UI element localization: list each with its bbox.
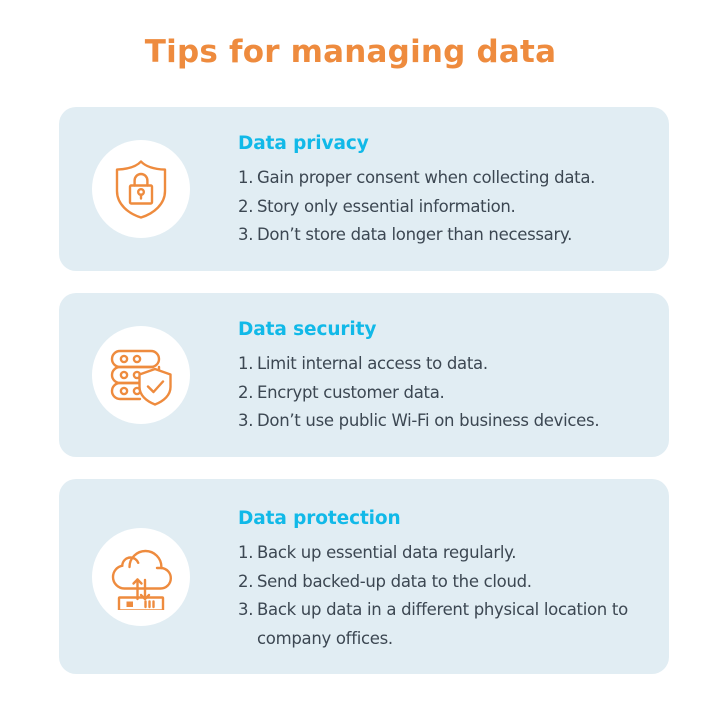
tip-text: Gain proper consent when collecting data… (257, 168, 596, 187)
tip-number: 3. (238, 411, 254, 430)
tip-text: Story only essential information. (257, 196, 516, 216)
card-icon-container (89, 107, 193, 271)
list-item: 3. Don’t store data longer than necessar… (238, 221, 649, 250)
list-item: 2. Story only essential information. (238, 193, 649, 222)
list-item: 1. Back up essential data regularly. (238, 539, 649, 568)
list-item: 1. Limit internal access to data. (238, 350, 649, 379)
tip-text: Send backed-up data to the cloud. (257, 571, 532, 591)
tip-number: 3. (238, 225, 254, 244)
list-item: 1. Gain proper consent when collecting d… (238, 164, 649, 193)
card-body: Data security 1. Limit internal access t… (193, 293, 669, 436)
tip-number: 1. (238, 354, 254, 373)
list-item: 2. Send backed-up data to the cloud. (238, 568, 649, 597)
server-shield-check-icon (107, 342, 175, 408)
list-item: 3. Don’t use public Wi-Fi on business de… (238, 407, 649, 436)
card-icon-container (89, 479, 193, 674)
tip-number: 2. (238, 571, 254, 591)
card-heading: Data security (238, 319, 377, 340)
tip-text: Don’t store data longer than necessary. (257, 225, 573, 244)
icon-circle (92, 140, 190, 238)
cloud-backup-icon (107, 544, 175, 610)
icon-circle (92, 527, 190, 626)
tip-number: 2. (238, 382, 254, 402)
icon-circle (92, 326, 190, 424)
card-heading: Data privacy (238, 133, 369, 154)
tips-card-data-privacy: Data privacy 1. Gain proper consent when… (59, 107, 669, 271)
tip-text: Limit internal access to data. (257, 354, 488, 373)
card-heading: Data protection (238, 508, 401, 529)
tip-list: 1. Limit internal access to data. 2. Enc… (238, 350, 649, 436)
tip-number: 3. (238, 600, 254, 619)
tip-number: 1. (238, 168, 254, 187)
tips-card-list: Data privacy 1. Gain proper consent when… (59, 107, 669, 674)
list-item: 3. Back up data in a different physical … (238, 596, 649, 653)
tip-number: 1. (238, 543, 254, 562)
card-body: Data protection 1. Back up essential dat… (193, 479, 669, 653)
tip-number: 2. (238, 196, 254, 216)
shield-lock-icon (108, 156, 174, 222)
tip-text: Don’t use public Wi-Fi on business devic… (257, 411, 600, 430)
tip-list: 1. Gain proper consent when collecting d… (238, 164, 649, 250)
card-icon-container (89, 293, 193, 457)
tips-card-data-security: Data security 1. Limit internal access t… (59, 293, 669, 457)
tips-card-data-protection: Data protection 1. Back up essential dat… (59, 479, 669, 674)
page-title: Tips for managing data (144, 34, 557, 70)
card-body: Data privacy 1. Gain proper consent when… (193, 107, 669, 250)
tip-text: Back up essential data regularly. (257, 543, 517, 562)
tip-text: Encrypt customer data. (257, 382, 445, 402)
tip-text: Back up data in a different physical loc… (257, 600, 628, 648)
tip-list: 1. Back up essential data regularly. 2. … (238, 539, 649, 653)
list-item: 2. Encrypt customer data. (238, 379, 649, 408)
